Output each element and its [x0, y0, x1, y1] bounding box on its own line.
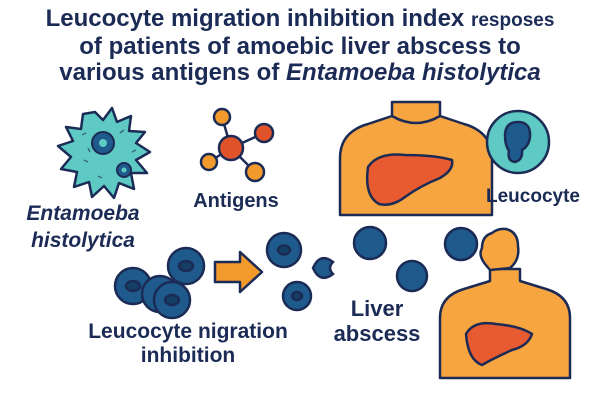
- title-small: resposes: [470, 10, 555, 31]
- arrow-icon: [213, 250, 264, 294]
- liver-label-line-2: abscess: [333, 321, 421, 346]
- title-line-1: Leucocyte migration inhibition index res…: [6, 6, 594, 34]
- liver-label-line-1: Liver: [350, 296, 404, 321]
- organism-label-line-2: histolytica: [31, 229, 135, 252]
- molecule-icon: [199, 107, 275, 183]
- amoeba-icon: [56, 106, 152, 200]
- title-prefix: various antigens of: [59, 59, 286, 86]
- leucocyte-label: Leucocyte: [486, 186, 580, 207]
- leucocyte-icon: [485, 109, 551, 175]
- title-line-3: various antigens of Entamoeba histolytic…: [6, 60, 594, 86]
- cell-cluster: [113, 246, 206, 320]
- scattered-leucocytes: [352, 225, 479, 293]
- organism-label-line-1: Entamoeba: [26, 202, 140, 225]
- title-line-2: of patients of amoebic liver abscess to: [79, 33, 521, 60]
- diagram-title: Leucocyte migration inhibition index res…: [6, 6, 594, 86]
- inhibition-label-line-2: inhibition: [140, 344, 236, 367]
- migrating-cells: [265, 231, 335, 312]
- title-organism: Entamoeba histolytica: [285, 59, 541, 86]
- inhibition-label: Leucocyte nigration inhibition: [56, 320, 320, 368]
- title-main: Leucocyte migration inhibition index: [45, 5, 465, 32]
- antigens-label: Antigens: [193, 190, 279, 212]
- organism-label: Entamoeba histolytica: [6, 200, 160, 254]
- inhibition-label-line-1: Leucocyte nigration: [88, 320, 288, 343]
- person-icon: [438, 227, 572, 380]
- torso-icon: [338, 100, 494, 217]
- liver-abscess-label: Liver abscess: [328, 296, 426, 346]
